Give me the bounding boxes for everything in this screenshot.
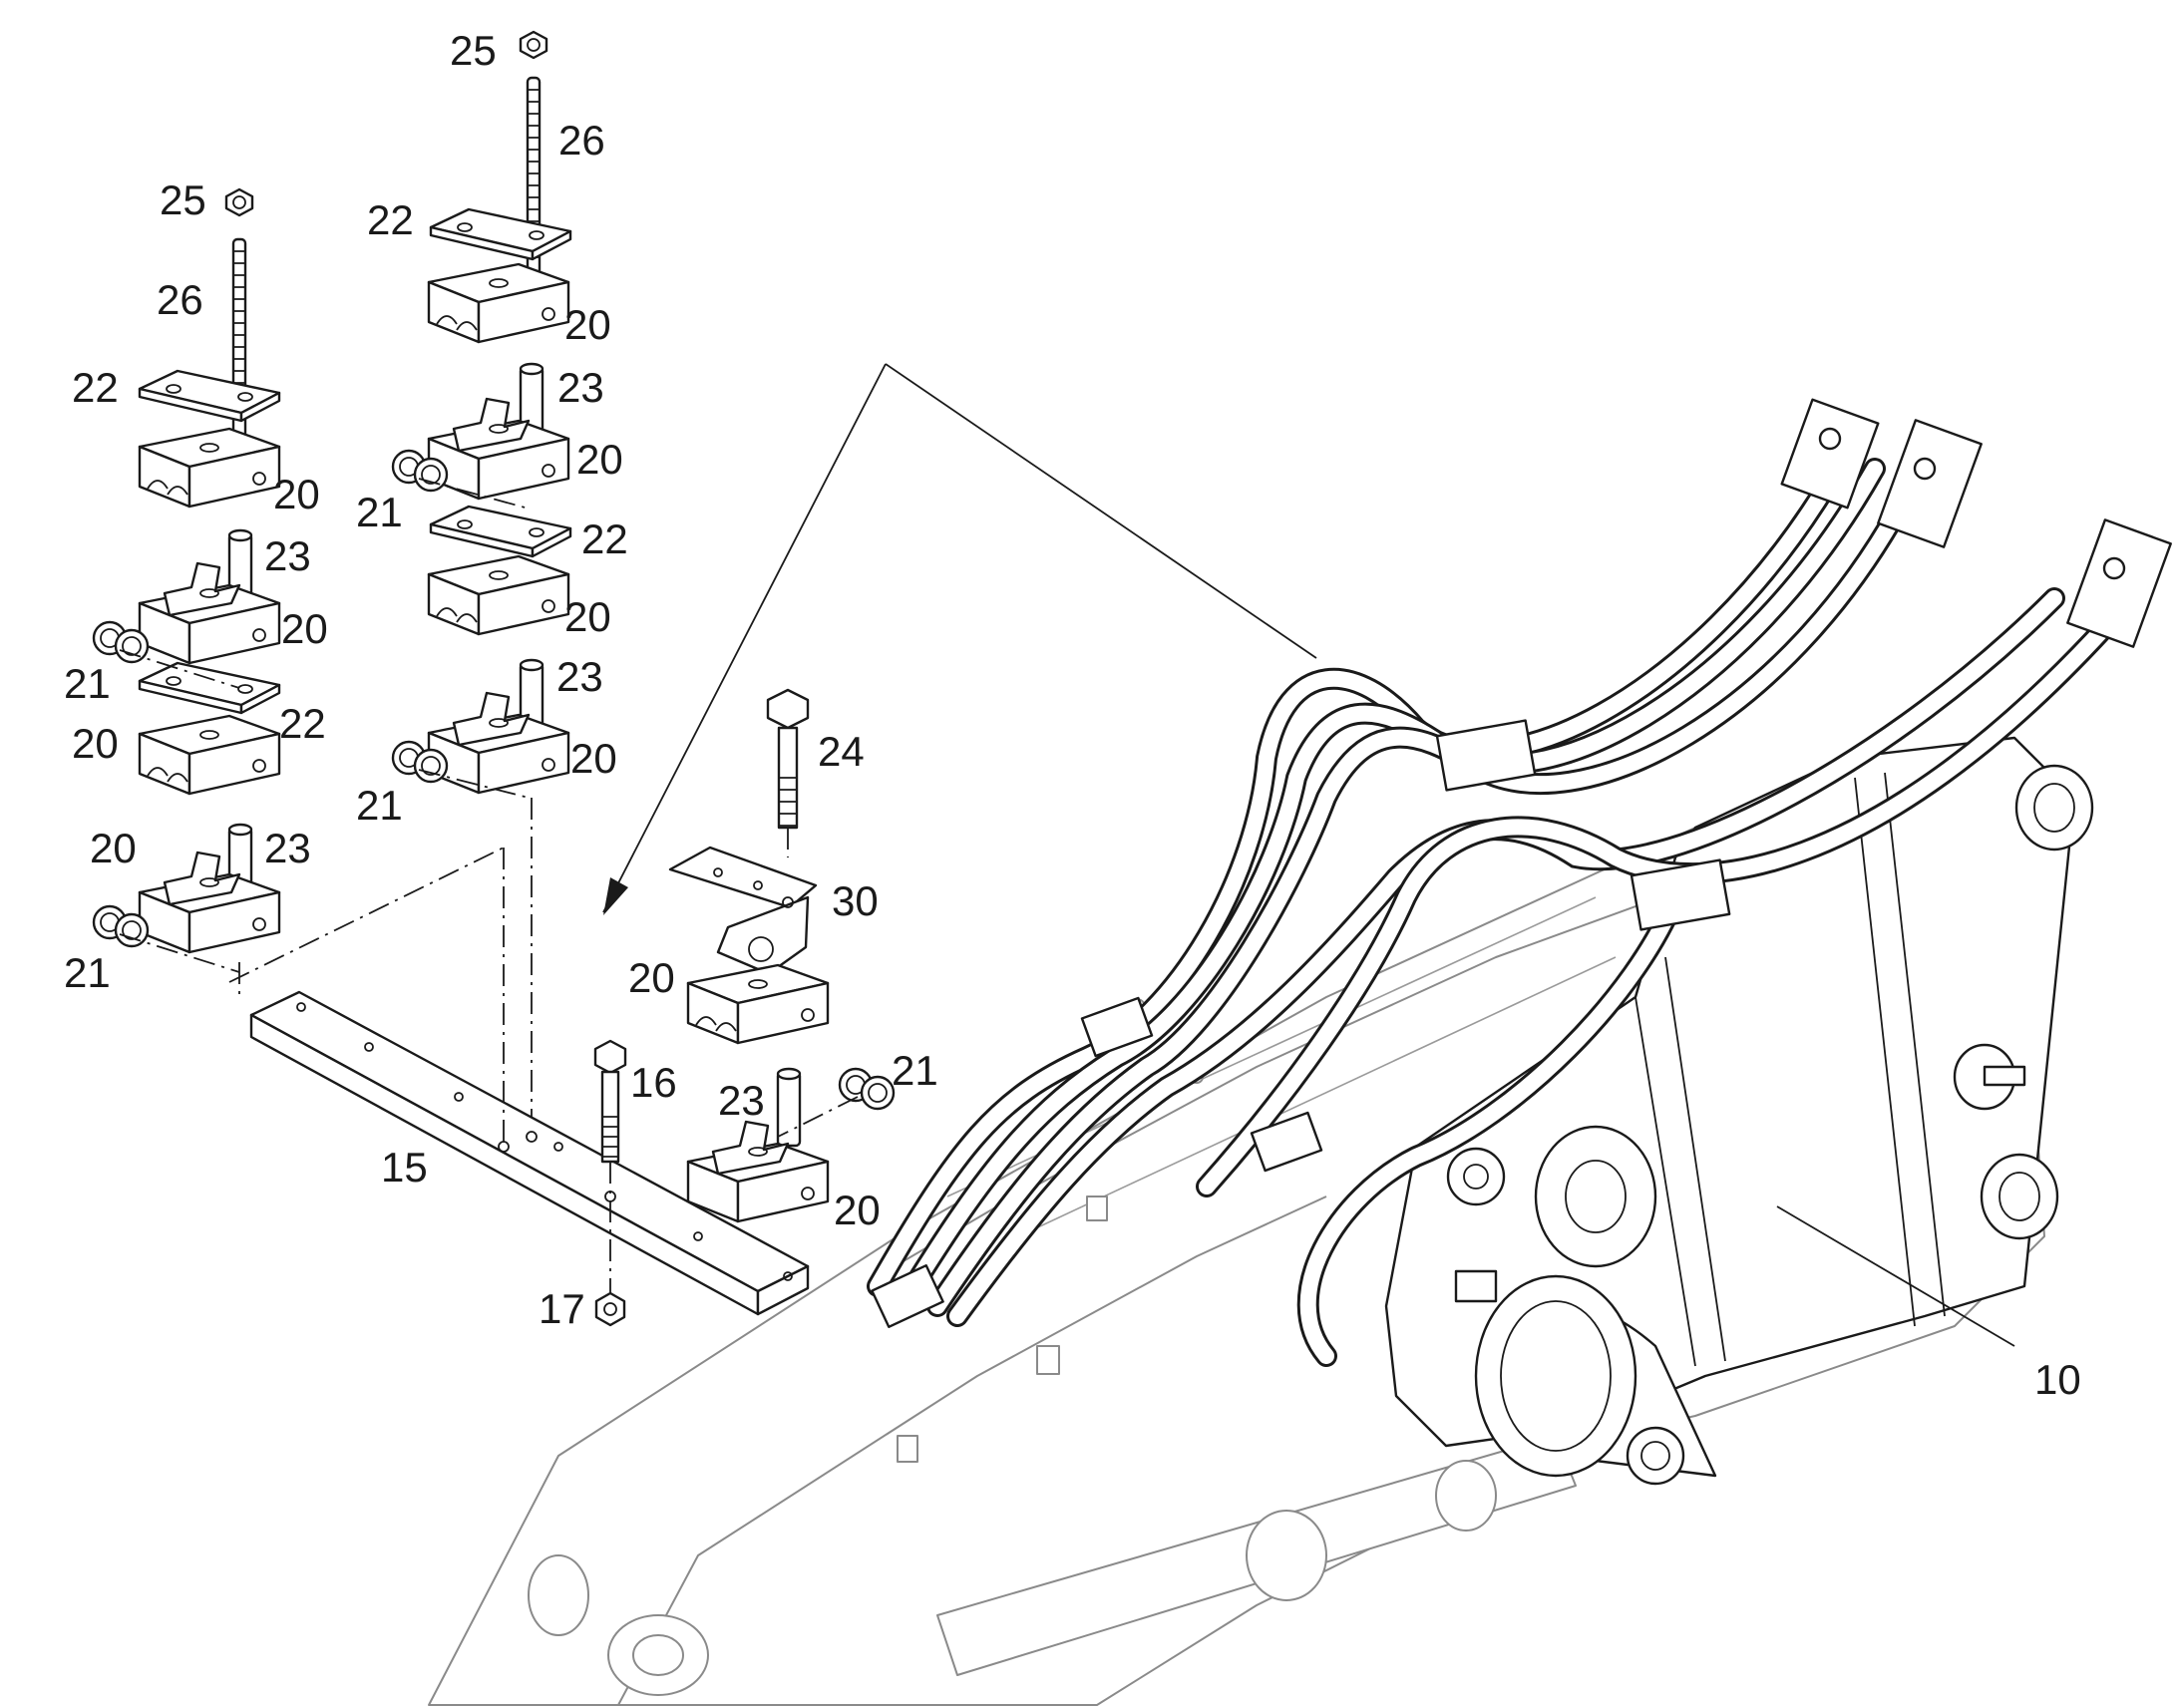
- callout-23-left-b: 23: [264, 825, 311, 871]
- bolt-24: [766, 688, 810, 857]
- nut-25-middle: [519, 30, 548, 60]
- callout-20-left-c: 20: [72, 720, 119, 767]
- clamp-stack-middle: [391, 30, 572, 1137]
- clamp-20-left-a: [138, 427, 281, 509]
- callout-25-top: 25: [450, 27, 497, 74]
- leader-10: [1776, 1205, 2015, 1347]
- callout-10: 10: [2034, 1356, 2081, 1403]
- callout-15: 15: [381, 1144, 428, 1191]
- callout-20-bracket-a: 20: [628, 954, 675, 1001]
- callout-labels: 25 26 25 22 26 20 23 22 20 20 21 22 23 2…: [64, 27, 2081, 1403]
- clamp-stack-bracket: [668, 688, 896, 1223]
- callout-21-left-b: 21: [64, 949, 111, 996]
- callout-17: 17: [539, 1285, 585, 1332]
- hose-connectors: [871, 398, 2172, 1329]
- plate-22-middle-mid: [429, 505, 572, 558]
- clamp-20-middle-a: [427, 262, 570, 344]
- callout-23-bracket: 23: [718, 1077, 765, 1124]
- clamp-20-bracket-a: [686, 963, 830, 1045]
- callout-20-middle-b: 20: [576, 436, 623, 483]
- callout-23-middle-b: 23: [556, 653, 603, 700]
- clamp-20-left-d: [138, 851, 281, 954]
- callout-21-bracket: 21: [892, 1047, 938, 1094]
- callout-22-left-mid: 22: [279, 700, 326, 747]
- clamp-stack-left: [92, 187, 281, 997]
- clamp-20-left-c: [138, 714, 281, 796]
- bolt-16: [593, 1039, 627, 1306]
- plate-22-middle-top: [429, 207, 572, 261]
- callout-20-middle-a: 20: [564, 301, 611, 348]
- boom-head-bracket: [1384, 736, 2094, 1486]
- bracket-30: [668, 846, 818, 971]
- callout-24: 24: [818, 728, 865, 775]
- callout-20-middle-c: 20: [564, 593, 611, 640]
- clamp-20-middle-c: [427, 554, 570, 636]
- callout-23-middle-a: 23: [557, 364, 604, 411]
- detail-leader-line: [885, 363, 1317, 659]
- callout-20-left-d: 20: [90, 825, 137, 871]
- callout-26-left: 26: [157, 276, 203, 323]
- callout-22-left-top: 22: [72, 364, 119, 411]
- callout-21-left-a: 21: [64, 660, 111, 707]
- plugs-21-bracket: [838, 1067, 896, 1111]
- detail-arrowhead: [603, 877, 628, 915]
- nut-17: [594, 1291, 626, 1327]
- callout-26-top: 26: [558, 117, 605, 164]
- callout-20-bracket-b: 20: [834, 1187, 881, 1233]
- callout-22-middle-top: 22: [367, 196, 414, 243]
- callout-16: 16: [630, 1059, 677, 1106]
- callout-20-left-b: 20: [281, 605, 328, 652]
- clamp-20-middle-b: [427, 397, 570, 501]
- detail-arrow-line: [602, 363, 887, 913]
- callout-20-left-a: 20: [273, 471, 320, 517]
- callout-21-middle-a: 21: [356, 489, 403, 535]
- clamp-20-left-b: [138, 561, 281, 665]
- clamp-20-bracket-b: [686, 1120, 830, 1223]
- callout-30: 30: [832, 877, 879, 924]
- hydraulic-hoses: [867, 458, 2115, 1367]
- callout-25-left: 25: [160, 176, 206, 223]
- nut-25-left: [224, 187, 254, 217]
- base-plate-15: [228, 847, 810, 1316]
- plate-22-left-top: [138, 369, 281, 423]
- plate-22-left-mid: [138, 661, 281, 715]
- callout-22-middle-mid: 22: [581, 515, 628, 562]
- clamp-20-middle-d: [427, 691, 570, 795]
- callout-21-middle-b: 21: [356, 782, 403, 829]
- callout-20-middle-d: 20: [570, 735, 617, 782]
- callout-23-left-a: 23: [264, 532, 311, 579]
